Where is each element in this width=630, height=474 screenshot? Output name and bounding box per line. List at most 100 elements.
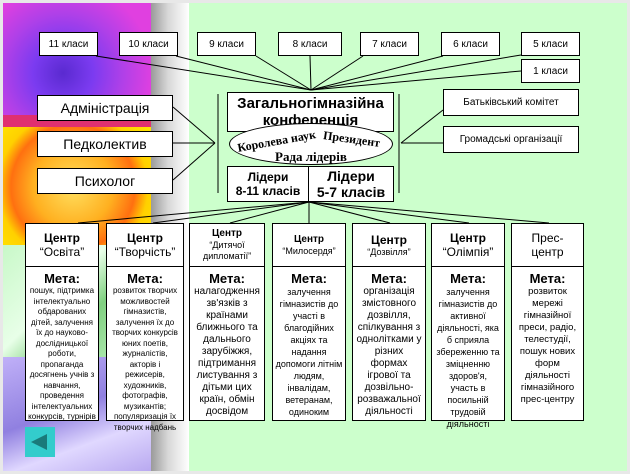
goal-text: залучення гімназистів до участі в благод… xyxy=(275,287,343,417)
group-label: Психолог xyxy=(74,173,136,189)
goal-label: Мета: xyxy=(529,271,566,286)
connector-line xyxy=(308,201,391,224)
center-title: Центр xyxy=(126,231,164,245)
goal-text: залучення гімназистів до активної діяльн… xyxy=(436,287,500,429)
leaders-council-ellipse xyxy=(229,123,393,165)
class-label: 6 класи xyxy=(453,38,488,50)
class-box-5: 5 класи xyxy=(521,32,580,56)
back-button[interactable] xyxy=(25,427,55,457)
center-header: Центр “Дитячої дипломатії” xyxy=(190,224,264,267)
group-label: Батьківський комітет xyxy=(463,97,559,108)
goal-text: розвиток творчих можливостей гімназистів… xyxy=(112,286,178,432)
center-title: Центр xyxy=(370,232,408,247)
center-body: Мета: організація змістовного дозвілля, … xyxy=(353,267,425,418)
connector-lines xyxy=(77,54,550,224)
goal-text: пошук, підтримка інтелектуально обдарова… xyxy=(28,286,96,421)
connector-line xyxy=(229,201,310,224)
center-body: Мета: залучення гімназистів до активної … xyxy=(432,267,504,430)
center-name: “Милосердя” xyxy=(282,245,336,256)
connector-line xyxy=(172,106,216,144)
class-label: 1 класи xyxy=(533,65,568,77)
leaders-5-7-box: Лідери 5-7 класів xyxy=(308,166,394,202)
connector-line xyxy=(77,201,310,224)
connector-line xyxy=(95,55,312,91)
center-title: Центр xyxy=(43,231,81,245)
center-header: Центр “Дозвілля” xyxy=(353,224,425,267)
goal-label: Мета: xyxy=(44,271,80,286)
goal-text: налагодження зв'язків з країнами ближньо… xyxy=(194,286,260,417)
connector-line xyxy=(310,55,364,91)
center-name: “Дитячої дипломатії” xyxy=(202,240,252,261)
center-header: Прес- центр xyxy=(512,224,583,267)
class-label: 5 класи xyxy=(533,38,568,50)
center-title: Центр xyxy=(293,233,325,245)
goal-label: Мета: xyxy=(127,271,163,286)
class-box-6: 6 класи xyxy=(441,32,500,56)
connector-line xyxy=(152,201,310,224)
goal-text: розвиток мережі гімназійної преси, радіо… xyxy=(518,286,577,405)
center-title: Центр xyxy=(449,231,487,245)
group-label: Громадські організації xyxy=(459,134,563,145)
center-name: “Творчість” xyxy=(114,245,176,259)
triangle-left-icon xyxy=(31,434,47,450)
leaders-label: Лідери xyxy=(327,168,375,184)
center-header: Центр “Милосердя” xyxy=(273,224,345,267)
class-box-10: 10 класи xyxy=(119,32,178,56)
connector-line xyxy=(309,55,312,91)
center-press: Прес- центр Мета: розвиток мережі гімназ… xyxy=(511,223,584,421)
center-leisure: Центр “Дозвілля” Мета: організація зміст… xyxy=(352,223,426,421)
connector-line xyxy=(400,109,444,144)
leaders-label: Лідери xyxy=(247,170,289,184)
class-box-7: 7 класи xyxy=(360,32,419,56)
group-teaching-staff: Педколектив xyxy=(37,131,173,157)
center-childrens-diplomacy: Центр “Дитячої дипломатії” Мета: налагод… xyxy=(189,223,265,421)
group-psychologist: Психолог xyxy=(37,168,173,194)
class-label: 8 класи xyxy=(292,38,328,50)
center-body: Мета: залучення гімназистів до участі в … xyxy=(273,267,345,418)
class-label: 9 класи xyxy=(209,38,244,50)
center-header: Центр “Творчість” xyxy=(107,224,183,267)
center-education: Центр “Освіта” Мета: пошук, підтримка ін… xyxy=(25,223,99,421)
center-title: Центр xyxy=(211,228,243,239)
leaders-council-label: Рада лідерів xyxy=(275,149,347,164)
center-name: центр xyxy=(531,245,564,259)
connector-line xyxy=(310,70,522,91)
connector-line xyxy=(310,55,444,91)
connector-line xyxy=(310,54,522,91)
connector-line xyxy=(255,55,312,91)
group-public-organizations: Громадські організації xyxy=(443,126,579,153)
center-body: Мета: розвиток творчих можливостей гімна… xyxy=(107,267,183,433)
connector-line xyxy=(175,55,312,91)
conference-title-line1: Загальногімназійна xyxy=(237,95,384,112)
class-box-1: 1 класи xyxy=(521,59,580,83)
center-header: Центр “Олімпія” xyxy=(432,224,504,267)
leaders-grades: 8-11 класів xyxy=(235,184,301,198)
center-olympia: Центр “Олімпія” Мета: залучення гімназис… xyxy=(431,223,505,429)
class-box-11: 11 класи xyxy=(39,32,98,56)
center-body: Мета: розвиток мережі гімназійної преси,… xyxy=(512,267,583,406)
class-label: 7 класи xyxy=(372,38,407,50)
class-box-8: 8 класи xyxy=(278,32,342,56)
center-creativity: Центр “Творчість” Мета: розвиток творчих… xyxy=(106,223,184,432)
center-name: “Олімпія” xyxy=(442,245,494,259)
group-parents-committee: Батьківський комітет xyxy=(443,89,579,116)
slide: 11 класи 10 класи 9 класи 8 класи 7 клас… xyxy=(3,3,627,471)
center-body: Мета: пошук, підтримка інтелектуально об… xyxy=(26,267,98,423)
center-charity: Центр “Милосердя” Мета: залучення гімназ… xyxy=(272,223,346,421)
connector-line xyxy=(308,201,470,224)
center-header: Центр “Освіта” xyxy=(26,224,98,267)
class-box-9: 9 класи xyxy=(197,32,256,56)
center-name: “Освіта” xyxy=(39,245,85,259)
center-body: Мета: налагодження зв'язків з країнами б… xyxy=(190,267,264,418)
class-label: 10 класи xyxy=(128,38,169,50)
goal-label: Мета: xyxy=(450,271,486,286)
goal-label: Мета: xyxy=(371,271,407,286)
goal-text: організація змістовного дозвілля, спілку… xyxy=(356,286,422,417)
center-name: “Дозвілля” xyxy=(367,246,411,257)
center-title: Прес- xyxy=(531,231,564,245)
leaders-8-11-box: Лідери 8-11 класів xyxy=(227,166,309,202)
group-administration: Адміністрація xyxy=(37,95,173,121)
leaders-grades: 5-7 класів xyxy=(316,184,386,200)
group-label: Адміністрація xyxy=(60,100,150,116)
group-label: Педколектив xyxy=(63,136,147,152)
